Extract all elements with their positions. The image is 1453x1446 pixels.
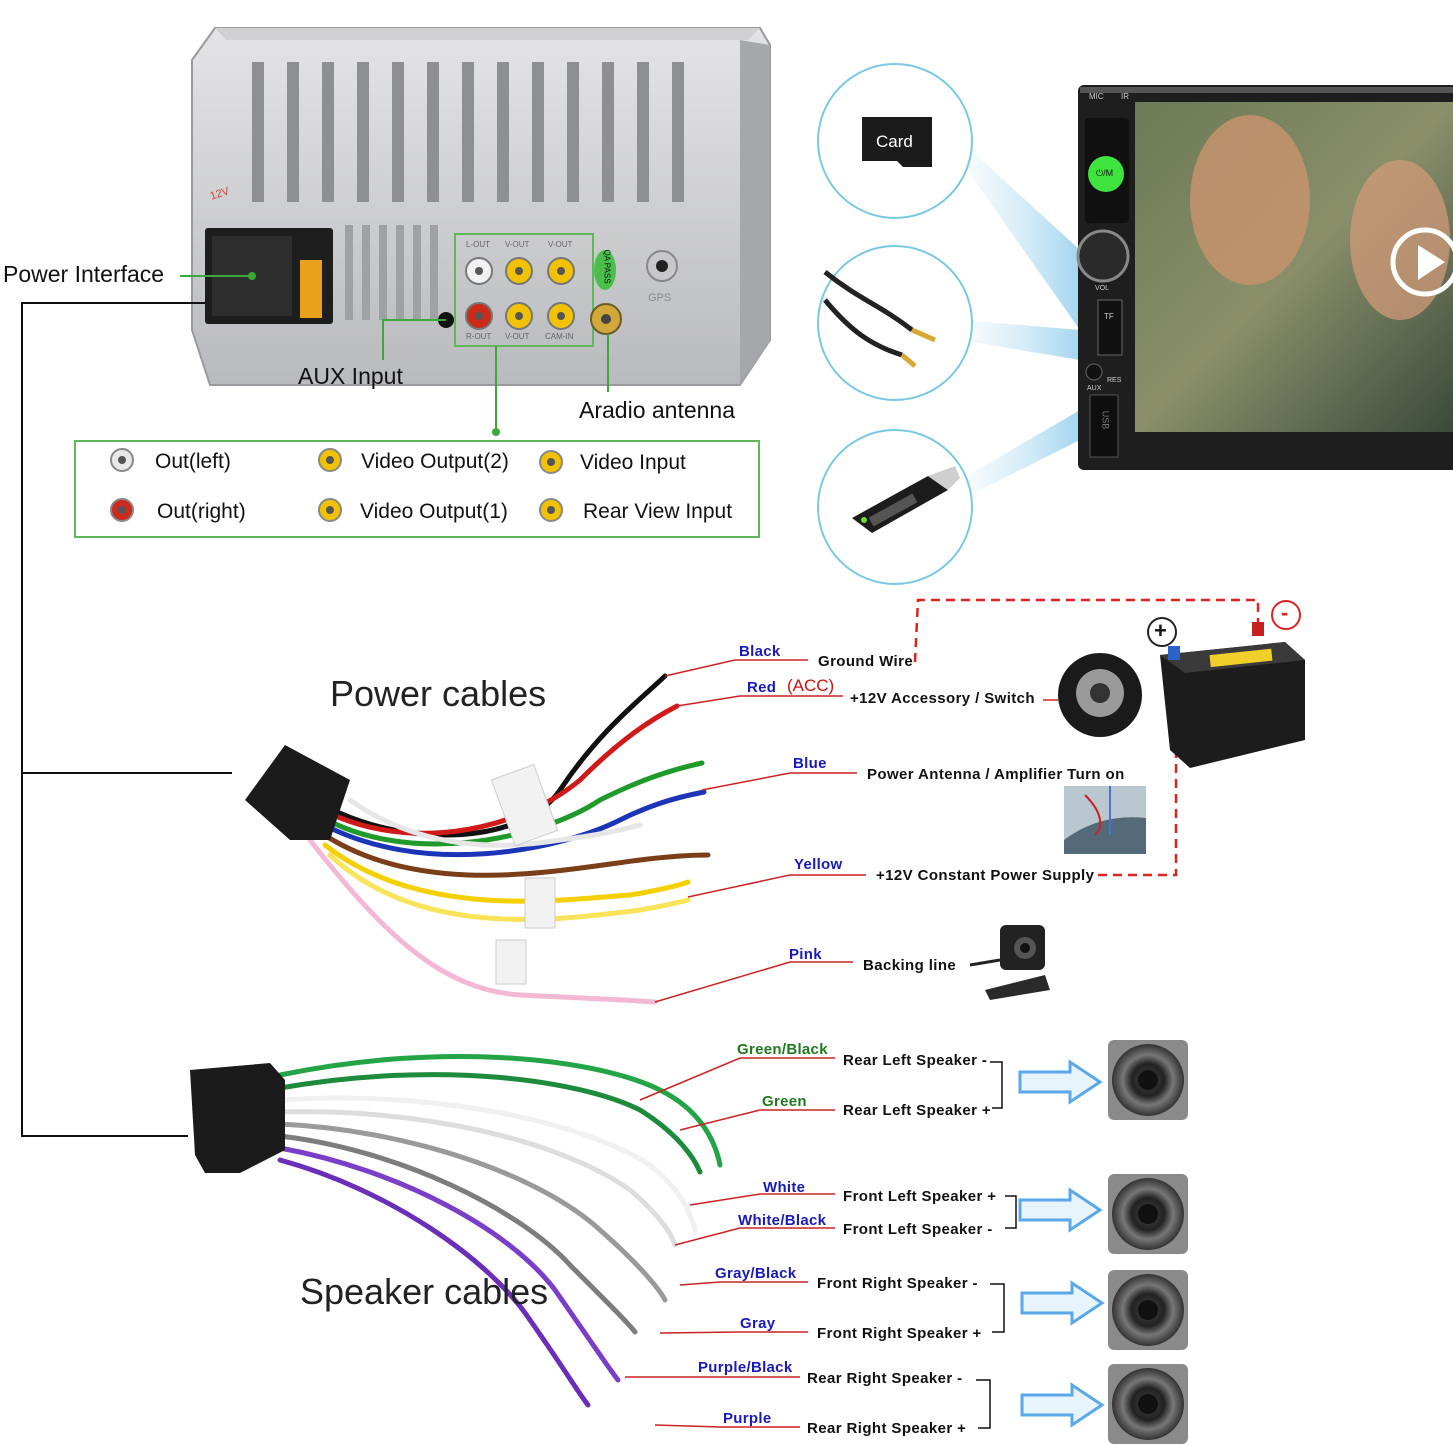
battery-plus-label: +	[1154, 618, 1167, 643]
wire-color-white: White	[763, 1179, 806, 1196]
qa-pass-sticker	[594, 250, 616, 290]
wire-color-green: Green	[762, 1093, 807, 1110]
sd-card-accessory	[817, 63, 973, 219]
wire-function-antenna: Power Antenna / Amplifier Turn on	[867, 766, 1125, 783]
backup-camera	[969, 925, 1050, 1000]
battery-plus-icon	[1147, 617, 1177, 647]
wire-function-acc: +12V Accessory / Switch	[850, 690, 1035, 707]
power-harness	[245, 673, 711, 1005]
wire-function-backing: Backing line	[863, 957, 957, 974]
wire-function-rear-right-pos: Rear Right Speaker +	[807, 1420, 967, 1437]
legend-out-right: Out(right)	[157, 500, 246, 523]
ir-label: IR	[1121, 92, 1129, 101]
aux-input-label: AUX Input	[298, 363, 403, 389]
cooling-fins	[252, 62, 684, 202]
wire-color-black: Black	[739, 643, 781, 660]
aux-callout	[382, 319, 446, 360]
speaker-brackets	[976, 1061, 1017, 1429]
wire-function-front-left-neg: Front Left Speaker -	[843, 1221, 993, 1238]
wire-acc-tag: (ACC)	[787, 676, 835, 695]
legend-out-left: Out(left)	[155, 450, 231, 473]
wire-function-rear-right-neg: Rear Right Speaker -	[807, 1370, 963, 1387]
speaker-harness	[190, 1054, 723, 1408]
power-interface-label: Power Interface	[3, 261, 165, 287]
wire-color-gray: Gray	[740, 1315, 776, 1332]
battery-minus-icon	[1271, 600, 1301, 630]
speaker-cables-title: Speaker cables	[300, 1271, 549, 1312]
wire-function-ground: Ground Wire	[818, 653, 914, 670]
legend-rear-view-input: Rear View Input	[583, 500, 733, 523]
legend-video-output-2: Video Output(2)	[361, 450, 509, 473]
jack-label-lout: L-OUT	[466, 240, 490, 249]
power-cables-title: Power cables	[330, 673, 547, 714]
power-callouts	[654, 659, 1058, 1003]
vol-label: VOL	[1095, 285, 1110, 292]
jack-label-vout-1: V-OUT	[505, 240, 530, 249]
wire-color-purple-black: Purple/Black	[698, 1359, 793, 1376]
legend-video-output-1: Video Output(1)	[360, 500, 508, 523]
wire-function-front-right-neg: Front Right Speaker -	[817, 1275, 978, 1292]
qa-pass-label: QA PASS	[602, 249, 612, 284]
power-mode-button	[1088, 156, 1124, 192]
wire-function-front-left-pos: Front Left Speaker +	[843, 1188, 997, 1205]
wire-function-rear-left-neg: Rear Left Speaker -	[843, 1052, 988, 1069]
wire-function-constant: +12V Constant Power Supply	[876, 867, 1095, 884]
battery-minus-label: -	[1281, 600, 1289, 625]
wire-color-blue: Blue	[793, 755, 827, 772]
aux-front-label: AUX	[1087, 385, 1102, 392]
head-unit-back-panel	[180, 27, 771, 436]
gps-label: GPS	[648, 292, 672, 304]
connector-bracket	[21, 302, 232, 1137]
car-antenna-photo	[1064, 786, 1146, 854]
wire-color-white-black: White/Black	[738, 1212, 827, 1229]
ground-dash-line	[913, 598, 1260, 877]
wire-color-red: Red	[747, 679, 777, 696]
jack-label-rout: R-OUT	[466, 332, 492, 341]
ignition-switch	[1058, 653, 1142, 737]
car-battery	[1147, 600, 1305, 768]
jack-legend	[74, 440, 760, 538]
usb-label: USB	[1100, 410, 1111, 430]
radio-antenna-label: Aradio antenna	[579, 397, 736, 423]
power-mode-label: ⏻/M	[1096, 168, 1114, 178]
rca-jack-block	[454, 233, 594, 347]
usb-dongle-accessory	[817, 429, 973, 585]
speaker-icons	[1108, 1040, 1188, 1444]
volume-knob	[1076, 229, 1130, 283]
legend-video-input: Video Input	[580, 451, 686, 474]
wire-color-yellow: Yellow	[794, 856, 843, 873]
wire-color-purple: Purple	[723, 1410, 772, 1427]
head-unit-front-panel	[1076, 85, 1453, 470]
wire-color-pink: Pink	[789, 946, 822, 963]
jack-label-vout-3: V-OUT	[505, 332, 530, 341]
arrow-icons	[1018, 1059, 1105, 1428]
wire-function-front-right-pos: Front Right Speaker +	[817, 1325, 982, 1342]
legend-jacks	[110, 448, 563, 522]
wire-function-rear-left-pos: Rear Left Speaker +	[843, 1102, 992, 1119]
wire-color-green-black: Green/Black	[737, 1041, 828, 1058]
aux-cable-accessory	[817, 245, 973, 401]
mic-label: MIC	[1089, 92, 1104, 101]
speaker-callouts	[625, 1057, 835, 1428]
res-label: RES	[1107, 377, 1122, 384]
tf-label: TF	[1104, 312, 1114, 321]
card-label: Card	[876, 132, 913, 151]
play-button-icon	[1390, 227, 1453, 297]
jack-label-vout-2: V-OUT	[548, 240, 573, 249]
wire-color-gray-black: Gray/Black	[715, 1265, 797, 1282]
accessory-beams	[960, 140, 1080, 500]
jack-label-camin: CAM-IN	[545, 332, 574, 341]
